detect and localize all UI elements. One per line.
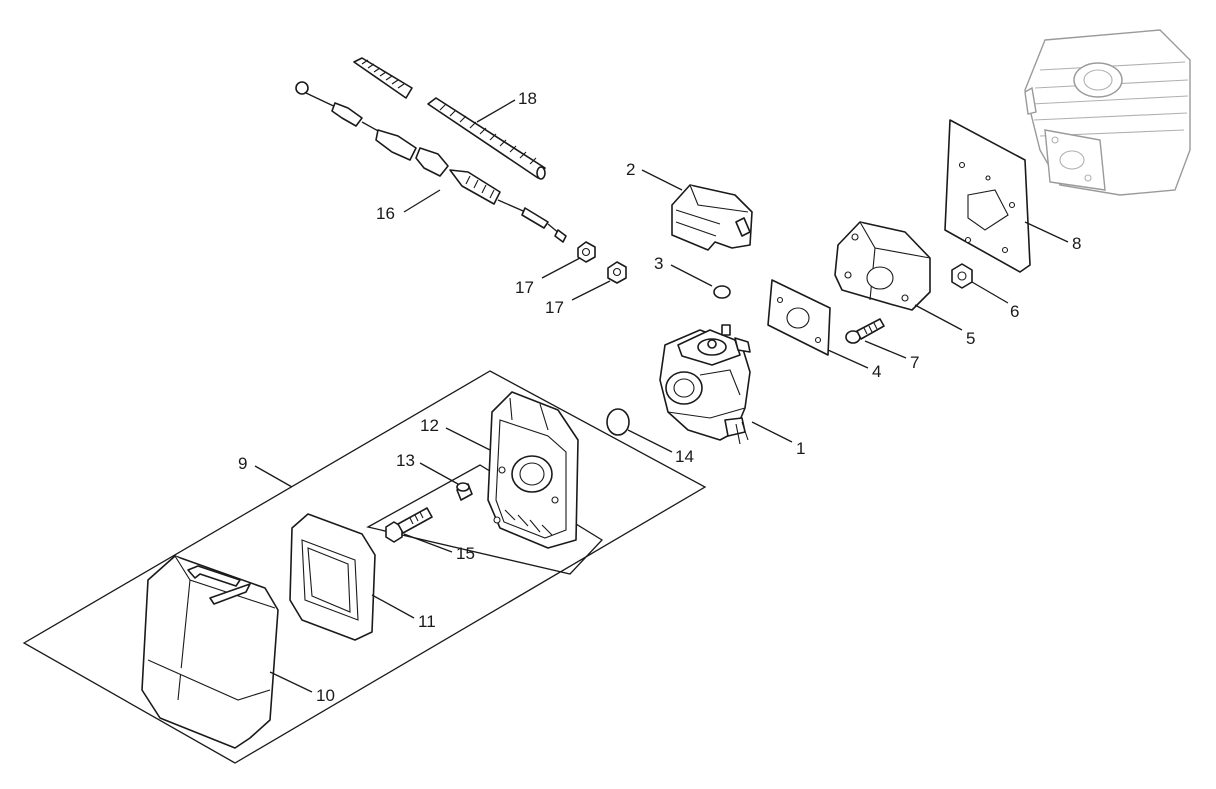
- part-11-filter: [289, 513, 376, 641]
- leader-17b: [571, 280, 611, 301]
- part-13-pin: [456, 482, 473, 501]
- label-1: 1: [796, 439, 805, 458]
- part-12-cleaner-base: [487, 391, 579, 549]
- leader-3: [670, 264, 713, 287]
- leader-12: [445, 427, 491, 451]
- part-7-bolt: [845, 318, 885, 344]
- label-6: 6: [1010, 302, 1019, 321]
- leader-18: [476, 99, 516, 123]
- label-11: 11: [418, 612, 436, 631]
- part-15-bolt: [385, 507, 433, 543]
- cylinder-ghost: [1024, 29, 1191, 196]
- label-3: 3: [654, 254, 663, 273]
- leader-15: [403, 533, 453, 553]
- part-3-o-ring: [713, 285, 731, 299]
- leader-7: [864, 340, 907, 359]
- part-10-cover: [141, 555, 279, 749]
- part-4-gasket: [767, 279, 831, 356]
- label-7: 7: [910, 353, 919, 372]
- label-10: 10: [316, 686, 335, 705]
- label-18: 18: [518, 89, 537, 108]
- label-9: 9: [238, 454, 247, 473]
- part-5-insulator: [834, 221, 931, 311]
- label-16: 16: [376, 204, 395, 223]
- leader-10: [269, 671, 313, 693]
- label-12: 12: [420, 416, 439, 435]
- part-1-carburetor: [659, 324, 751, 445]
- label-13: 13: [396, 451, 415, 470]
- label-17b: 17: [545, 298, 564, 317]
- leader-6: [971, 281, 1009, 304]
- part-14-o-ring: [606, 408, 630, 436]
- label-4: 4: [872, 362, 881, 381]
- label-8: 8: [1072, 234, 1081, 253]
- leader-13: [419, 462, 459, 485]
- label-5: 5: [966, 329, 975, 348]
- leader-9: [254, 465, 293, 488]
- assembly-frame-9: [22, 370, 707, 764]
- leader-5: [914, 304, 963, 331]
- leader-11: [371, 594, 415, 619]
- leader-14: [627, 429, 673, 453]
- part-6-nut: [951, 263, 973, 289]
- label-17a: 17: [515, 278, 534, 297]
- label-15: 15: [456, 544, 475, 563]
- part-17a-nut: [577, 241, 596, 263]
- leader-16: [403, 189, 441, 213]
- label-2: 2: [626, 160, 635, 179]
- assembly-frame-15: [366, 464, 604, 575]
- part-16-cable: [295, 81, 567, 243]
- leader-2: [641, 169, 683, 191]
- part-2-cover: [671, 184, 753, 251]
- leader-4: [827, 349, 869, 369]
- part-18-springs: [353, 57, 546, 180]
- leader-1: [751, 421, 793, 443]
- leader-8: [1024, 221, 1069, 243]
- label-14: 14: [675, 447, 694, 466]
- part-8-gasket: [944, 119, 1031, 273]
- leader-17a: [541, 257, 581, 279]
- part-17b-nut: [607, 261, 627, 284]
